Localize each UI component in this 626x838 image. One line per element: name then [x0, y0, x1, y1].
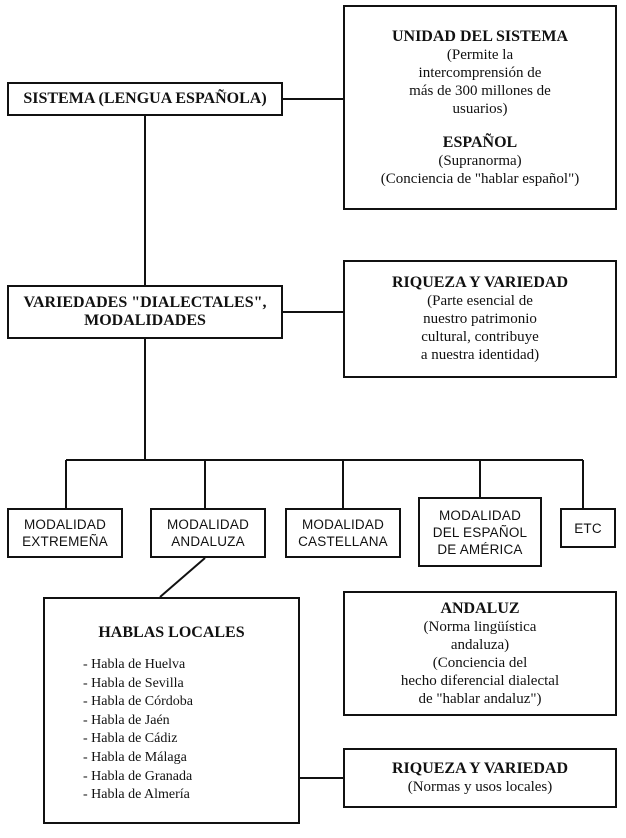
riqueza-line: a nuestra identidad): [420, 347, 540, 363]
riqueza-normas-box: RIQUEZA Y VARIEDAD (Normas y usos locale…: [343, 748, 617, 808]
andaluz-line: de "hablar andaluz"): [418, 690, 542, 707]
unidad-line: más de 300 millones de: [409, 82, 551, 99]
modalidad-line: MODALIDAD: [23, 517, 107, 532]
habla-item: - Habla de Málaga: [83, 749, 187, 765]
habla-item: - Habla de Córdoba: [83, 694, 194, 710]
andaluz-line: (Norma lingüística: [423, 618, 537, 635]
modalidad-extremena-box: MODALIDAD EXTREMEÑA: [7, 508, 123, 558]
habla-item: - Habla de Almería: [83, 787, 190, 803]
andaluz-title: ANDALUZ: [440, 599, 520, 617]
modalidad-line: ANDALUZA: [171, 534, 245, 549]
unidad-line: intercomprensión de: [418, 64, 542, 81]
modalidad-america-box: MODALIDAD DEL ESPAÑOL DE AMÉRICA: [418, 497, 542, 567]
habla-item: - Habla de Granada: [83, 768, 193, 784]
unidad-line: usuarios): [452, 100, 508, 117]
variedades-box: VARIEDADES "DIALECTALES", MODALIDADES: [7, 285, 283, 339]
andaluz-line: andaluza): [450, 636, 510, 653]
modalidad-line: MODALIDAD: [166, 517, 250, 532]
unidad-title: UNIDAD DEL SISTEMA: [391, 27, 569, 45]
habla-item: - Habla de Cádiz: [83, 731, 178, 747]
variedades-line: MODALIDADES: [84, 312, 206, 329]
riqueza-title: RIQUEZA Y VARIEDAD: [391, 760, 569, 777]
habla-item: - Habla de Sevilla: [83, 675, 184, 691]
modalidad-andaluza-box: MODALIDAD ANDALUZA: [150, 508, 266, 558]
modalidad-line: EXTREMEÑA: [22, 534, 108, 549]
modalidad-line: DE AMÉRICA: [437, 541, 523, 557]
espanol-line: (Supranorma): [438, 152, 522, 169]
modalidad-line: DEL ESPAÑOL: [432, 524, 528, 540]
hablas-title: HABLAS LOCALES: [98, 624, 245, 641]
andaluz-line: hecho diferencial dialectal: [400, 672, 560, 689]
riqueza-line: (Parte esencial de: [427, 293, 533, 309]
unidad-line: (Permite la: [446, 46, 514, 63]
modalidad-line: MODALIDAD: [301, 517, 385, 532]
modalidad-castellana-box: MODALIDAD CASTELLANA: [285, 508, 401, 558]
connector-andaluza-hablas: [159, 557, 206, 598]
habla-item: - Habla de Jaén: [83, 712, 170, 728]
riqueza-line: (Normas y usos locales): [407, 779, 553, 795]
hablas-locales-box: HABLAS LOCALES - Habla de Huelva - Habla…: [43, 597, 300, 824]
andaluz-box: ANDALUZ (Norma lingüística andaluza) (Co…: [343, 591, 617, 716]
habla-item: - Habla de Huelva: [83, 657, 186, 672]
sistema-label: SISTEMA (LENGUA ESPAÑOLA): [23, 90, 267, 107]
hablas-list: - Habla de Huelva - Habla de Sevilla - H…: [45, 656, 193, 805]
variedades-line: VARIEDADES "DIALECTALES",: [23, 294, 267, 311]
sistema-box: SISTEMA (LENGUA ESPAÑOLA): [7, 82, 283, 116]
unidad-box: UNIDAD DEL SISTEMA (Permite la intercomp…: [343, 5, 617, 210]
etc-box: ETC: [560, 508, 616, 548]
modalidad-line: MODALIDAD: [438, 507, 522, 523]
espanol-title: ESPAÑOL: [442, 133, 518, 151]
espanol-line: (Conciencia de "hablar español"): [380, 170, 580, 187]
modalidad-line: CASTELLANA: [298, 534, 388, 549]
riqueza-line: cultural, contribuye: [421, 329, 539, 345]
riqueza-title: RIQUEZA Y VARIEDAD: [391, 274, 569, 291]
andaluz-line: (Conciencia del: [432, 654, 528, 671]
etc-label: ETC: [574, 520, 602, 536]
riqueza-patrimonio-box: RIQUEZA Y VARIEDAD (Parte esencial de nu…: [343, 260, 617, 378]
riqueza-line: nuestro patrimonio: [423, 311, 537, 327]
